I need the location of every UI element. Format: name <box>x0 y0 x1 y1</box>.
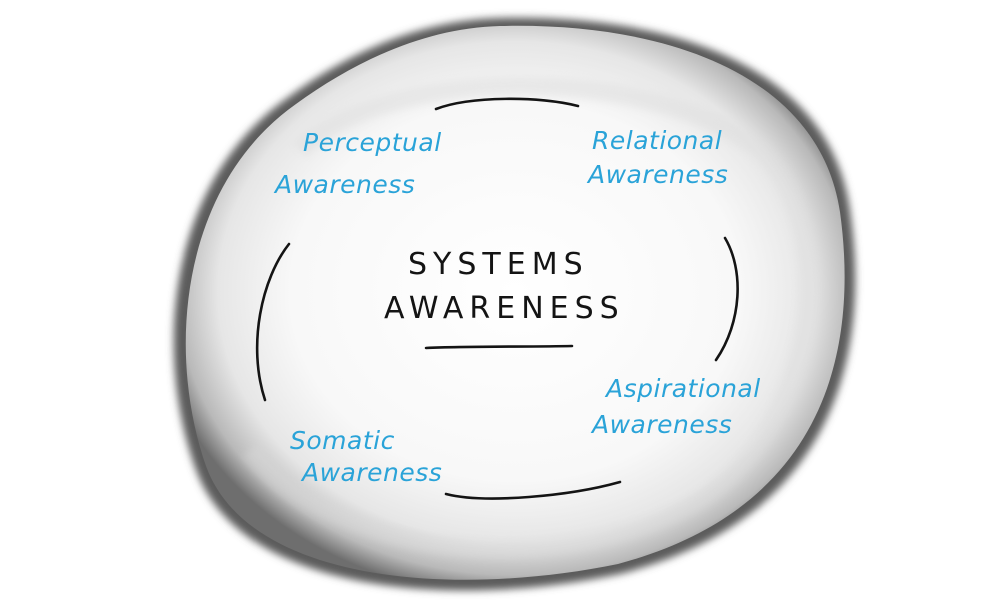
aspirational-label-line1: Aspirational <box>606 374 761 403</box>
board-smudge <box>242 77 817 558</box>
center-title-line1: SYSTEMS <box>408 247 589 282</box>
perceptual-label-line2: Awareness <box>275 170 416 199</box>
center-title-line2: AWARENESS <box>384 291 625 326</box>
center-underline <box>424 344 574 350</box>
aspirational-label-line2: Awareness <box>592 410 733 439</box>
arc-bottom <box>444 480 622 500</box>
relational-label-line1: Relational <box>592 126 723 155</box>
perceptual-label-line1: Perceptual <box>303 128 442 157</box>
relational-label-line2: Awareness <box>588 160 729 189</box>
arc-right <box>714 236 739 362</box>
arc-top <box>434 97 580 111</box>
somatic-label-line2: Awareness <box>302 458 443 487</box>
somatic-label-line1: Somatic <box>290 426 395 455</box>
arc-left <box>255 242 291 402</box>
board-surface <box>185 25 845 580</box>
